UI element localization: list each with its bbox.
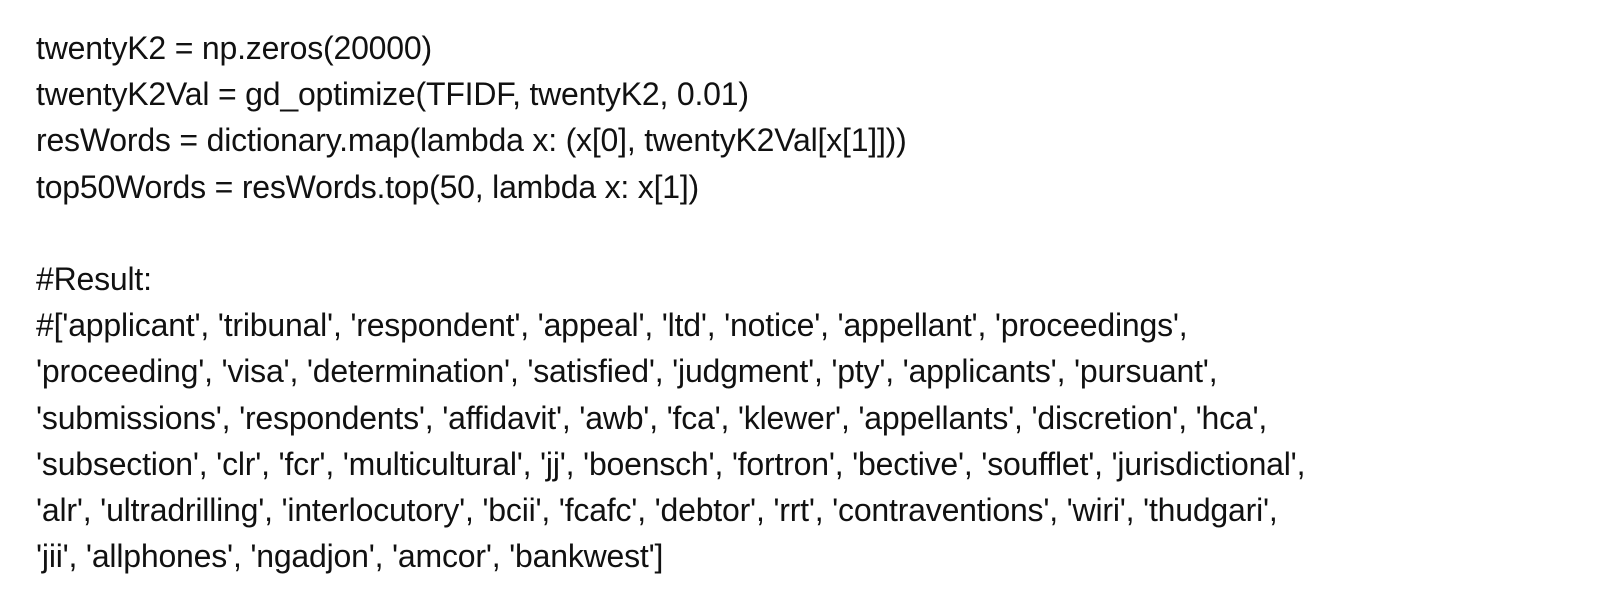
- code-line-zeros: twentyK2 = np.zeros(20000): [36, 30, 432, 66]
- result-line: #['applicant', 'tribunal', 'respondent',…: [36, 307, 1188, 344]
- code-line-map: resWords = dictionary.map(lambda x: (x[0…: [36, 122, 907, 159]
- code-snippet: twentyK2 = np.zeros(20000) twentyK2Val =…: [36, 25, 1576, 579]
- result-heading: #Result:: [36, 260, 152, 297]
- code-line-optimize: twentyK2Val = gd_optimize(TFIDF, twentyK…: [36, 76, 749, 113]
- result-line: 'alr', 'ultradrilling', 'interlocutory',…: [36, 491, 1278, 528]
- code-line-top: top50Words = resWords.top(50, lambda x: …: [36, 168, 700, 205]
- result-line: 'jii', 'allphones', 'ngadjon', 'amcor', …: [36, 538, 664, 575]
- blank-line: [36, 210, 1576, 256]
- result-line: 'proceeding', 'visa', 'determination', '…: [36, 353, 1218, 390]
- result-line: 'subsection', 'clr', 'fcr', 'multicultur…: [36, 445, 1306, 482]
- result-line: 'submissions', 'respondents', 'affidavit…: [36, 399, 1268, 436]
